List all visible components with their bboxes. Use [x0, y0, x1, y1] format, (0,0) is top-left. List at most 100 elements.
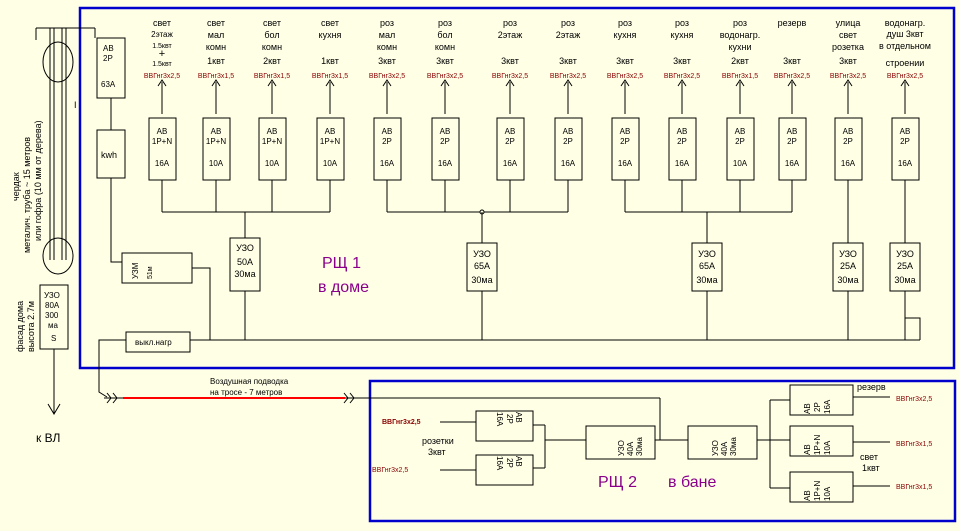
breaker-line: 1P+N [262, 137, 282, 146]
rcd-line: УЗО [698, 249, 716, 259]
circuit-header-line: 3квт [436, 56, 454, 66]
circuit-header-line: мал [379, 30, 395, 40]
svg-text:40А: 40А [626, 441, 635, 456]
cable-label: ВВГнг3х2,5 [774, 73, 810, 80]
breaker-line: АВ [620, 127, 631, 136]
circuit-header-line: роз [561, 18, 575, 28]
svg-text:УЗО: УЗО [44, 291, 60, 300]
cable-label: ВВГнг3х2,5 [369, 73, 405, 80]
svg-text:S: S [51, 334, 56, 343]
socket-cable-1: ВВГнг3х2,5 [382, 419, 421, 426]
rcd-line: УЗО [473, 249, 491, 259]
svg-text:АВ: АВ [803, 490, 812, 501]
panel1-rcds: УЗО50А30маУЗО65А30маУЗО65А30маУЗО25А30ма… [162, 209, 921, 340]
svg-text:фасад дома: фасад дома [15, 301, 25, 352]
socket-label-2: 3квт [428, 447, 446, 457]
circuit-header-line: водонагр. [720, 30, 761, 40]
breaker-line: АВ [382, 127, 393, 136]
svg-text:kwh: kwh [101, 150, 117, 160]
cable-label: ВВГнг3х2,5 [887, 73, 923, 80]
breaker-line: 16А [155, 159, 170, 168]
svg-text:1P+N: 1P+N [813, 481, 822, 501]
circuit-header-line: 1квт [321, 56, 339, 66]
circuit-header-line: роз [675, 18, 689, 28]
circuit-header-line: 2этаж [151, 30, 173, 39]
cable-label: ВВГнг3х2,5 [427, 73, 463, 80]
circuit-header-line: бол [437, 30, 452, 40]
pipe-end-bottom [42, 237, 74, 275]
p2-cable-1: ВВГнг3х2,5 [896, 396, 932, 403]
panel2-subtitle: в бане [668, 474, 716, 491]
to-grid-label: к ВЛ [36, 431, 60, 445]
breaker-line: 2P [677, 137, 687, 146]
breaker-line: АВ [900, 127, 911, 136]
breaker-line: 16А [841, 159, 856, 168]
circuit-header-line: кухня [319, 30, 342, 40]
svg-text:2P: 2P [505, 414, 514, 424]
panel2-rcd-second: УЗО 40А 30ма [687, 425, 758, 460]
breaker-line: АВ [325, 127, 336, 136]
circuit-header-line: резерв [778, 18, 807, 28]
breaker-line: 2P [843, 137, 853, 146]
breaker-line: 16А [561, 159, 576, 168]
breaker-line: 10А [733, 159, 748, 168]
breaker-line: АВ [563, 127, 574, 136]
rcd-line: 65А [474, 261, 490, 271]
breaker-line: 16А [898, 159, 913, 168]
breaker-line: АВ [505, 127, 516, 136]
main-breaker: АВ 2P 63А [96, 37, 126, 99]
breaker-line: АВ [787, 127, 798, 136]
breaker-line: 2P [382, 137, 392, 146]
circuit-header-line: роз [618, 18, 632, 28]
circuit-header-line: 2этаж [498, 30, 522, 40]
facade-label: фасад дома высота 2.7м [15, 301, 36, 352]
rcd-line: 30ма [894, 275, 915, 285]
svg-text:АВ: АВ [803, 444, 812, 455]
circuit-header-line: комн [206, 42, 226, 52]
circuit-header-line: мал [208, 30, 224, 40]
circuit-header-line: 2квт [263, 56, 281, 66]
breaker-line: 2P [620, 137, 630, 146]
cable-label: ВВГнг3х1,5 [198, 73, 234, 80]
svg-text:АВ: АВ [514, 412, 523, 423]
breaker-line: 1P+N [206, 137, 226, 146]
circuit-header-line: роз [438, 18, 452, 28]
breaker-line: 2P [787, 137, 797, 146]
p2-light-label-1: свет [860, 452, 878, 462]
circuit-header-line: 1.5квт [152, 43, 172, 50]
p2-reserve-breaker: АВ 2P 16А [789, 384, 854, 416]
socket-label-1: розетки [422, 436, 454, 446]
svg-text:30ма: 30ма [729, 437, 738, 456]
cable-label: ВВГнг3х2,5 [550, 73, 586, 80]
circuit-header-line: в отдельном [879, 41, 931, 51]
circuit-header-line: комн [262, 42, 282, 52]
attic-label: чердак металич. труба ~ 15 метров или го… [11, 120, 43, 253]
circuit-header-line: комн [435, 42, 455, 52]
panel1-frame [78, 6, 956, 370]
circuit-header-line: свет [839, 30, 857, 40]
breaker-line: 2P [900, 137, 910, 146]
breaker-line: 10А [209, 159, 224, 168]
circuit-header-line: свет [153, 18, 171, 28]
p2-reserve-label: резерв [857, 382, 886, 392]
circuit-header-line: + [159, 48, 165, 60]
cable-label: ВВГнг3х2,5 [830, 73, 866, 80]
panel1-title: РЩ 1 [322, 255, 361, 272]
circuit-header-line: 3квт [839, 56, 857, 66]
circuit-header-line: строении [886, 58, 925, 68]
breaker-line: АВ [157, 127, 168, 136]
cable-label: ВВГнг3х1,5 [312, 73, 348, 80]
circuit-header-line: розетка [832, 42, 864, 52]
